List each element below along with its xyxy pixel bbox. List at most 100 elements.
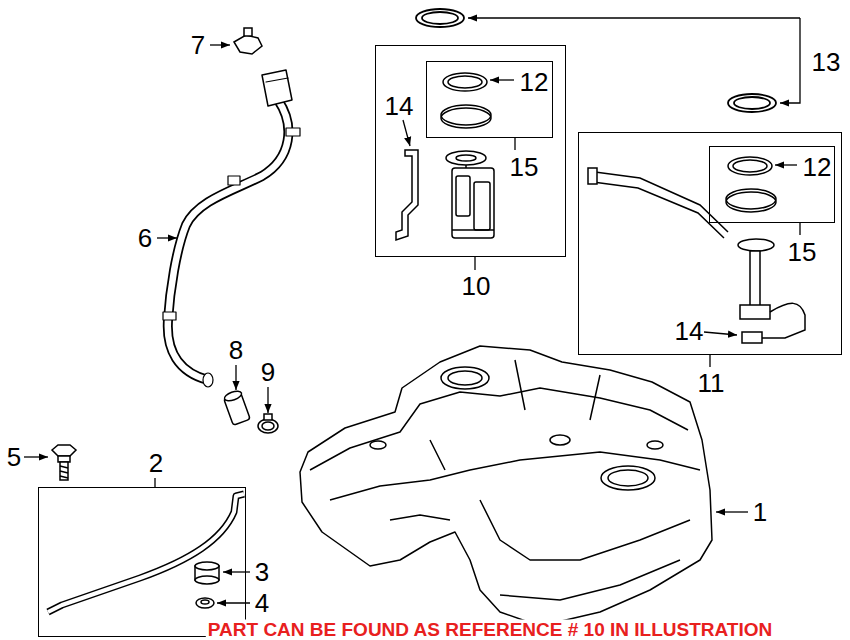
- callout-number: 1: [753, 499, 767, 525]
- bolt: [60, 462, 68, 480]
- tank-strap: [48, 494, 244, 612]
- leader-line: [24, 18, 800, 603]
- fuel-sending-unit: [588, 168, 805, 343]
- fuel-tank: [500, 560, 680, 600]
- fuel-tank: [601, 466, 655, 490]
- group-box: 10141512: [375, 45, 566, 257]
- callout-number: 7: [191, 32, 205, 58]
- seal-ring: [726, 192, 776, 212]
- callout-number: 14: [675, 318, 704, 344]
- filler-pipe: [168, 100, 289, 380]
- strap-insulator: [195, 576, 219, 584]
- callout-number: 15: [788, 239, 817, 265]
- fuel-pump-module: [456, 176, 470, 216]
- fuel-tank: [390, 515, 450, 520]
- callout-number: 13: [812, 49, 841, 75]
- fuel-tank: [430, 360, 600, 470]
- callout-number: 12: [803, 154, 832, 180]
- seal-ring: [448, 76, 482, 88]
- leader-line: [780, 18, 800, 103]
- leader-line: [704, 332, 737, 335]
- leader-line: [716, 511, 748, 512]
- seal-ring: [441, 73, 491, 128]
- filler-pipe: [168, 100, 289, 380]
- vent-valve: [234, 35, 262, 54]
- fuel-tank: [300, 346, 712, 626]
- filler-pipe: [163, 70, 300, 387]
- leader-line: [403, 120, 410, 146]
- leader-line: [490, 79, 514, 80]
- leader-line: [474, 257, 475, 270]
- hose: [223, 389, 250, 425]
- seal-ring: [728, 157, 772, 175]
- fuel-tank: [480, 500, 690, 560]
- fuel-sending-unit: [750, 251, 760, 307]
- group-box: 1512: [426, 61, 553, 138]
- leader-line: [709, 355, 710, 367]
- hose: [223, 389, 243, 403]
- fuel-sending-unit: [742, 332, 762, 343]
- group-box: 11141512: [578, 132, 842, 355]
- callout-number: 2: [149, 450, 163, 476]
- callout-number: 4: [255, 590, 269, 616]
- strap-insulator: [195, 562, 219, 584]
- hose-clamp: [262, 422, 274, 430]
- filler-pipe: [163, 312, 176, 320]
- strap-pad: [201, 600, 209, 604]
- callout-number: 12: [520, 69, 549, 95]
- bolt: [58, 456, 70, 462]
- fuel-tank: [608, 470, 648, 486]
- fuel-sending-unit: [740, 305, 770, 319]
- leader-line: [157, 237, 177, 238]
- callout-number: 5: [7, 444, 21, 470]
- filler-pipe: [266, 78, 288, 82]
- strap-pad: [196, 598, 214, 608]
- leader-line: [235, 365, 236, 390]
- leader-line: [210, 44, 230, 45]
- seal-ring: [726, 157, 776, 212]
- callout-number: 8: [229, 337, 243, 363]
- group-box: 2: [38, 487, 246, 637]
- fuel-pump-module: [452, 168, 494, 238]
- fuel-pump-module: [452, 229, 494, 231]
- fuel-sending-unit: [588, 168, 597, 184]
- tank-strap: [48, 494, 244, 612]
- fuel-sending-unit: [738, 239, 774, 251]
- fuel-tank: [550, 435, 570, 445]
- callout-number: 15: [510, 154, 539, 180]
- leader-line: [514, 137, 515, 150]
- bolt: [60, 466, 68, 478]
- callout-number: 3: [255, 559, 269, 585]
- fuel-tank: [370, 441, 386, 449]
- callout-number: 10: [462, 273, 491, 299]
- group-box: 1512: [709, 146, 835, 223]
- fuel-pump-module: [396, 150, 418, 240]
- filler-pipe: [203, 373, 213, 387]
- filler-pipe: [262, 70, 292, 106]
- fuel-pump-module: [465, 165, 467, 168]
- lock-ring: [728, 94, 776, 112]
- leader-line: [24, 456, 48, 457]
- hose-clamp: [258, 419, 278, 433]
- fuel-tank: [448, 371, 482, 385]
- leader-line: [799, 222, 800, 235]
- fuel-pump-module: [446, 151, 486, 165]
- fuel-tank: [330, 452, 700, 500]
- vent-valve: [244, 28, 252, 36]
- vent-valve: [234, 28, 262, 54]
- filler-pipe: [286, 128, 300, 136]
- strap-pad: [196, 598, 214, 608]
- callout-number: 6: [138, 225, 152, 251]
- seal-ring: [441, 108, 491, 128]
- leader-line: [267, 387, 268, 413]
- fuel-tank: [300, 346, 712, 626]
- seal-ring: [443, 73, 487, 91]
- leader-line: [154, 478, 155, 487]
- lock-ring: [734, 97, 770, 109]
- callout-number: 11: [698, 370, 725, 396]
- leader-line: [468, 17, 800, 18]
- lock-ring: [416, 9, 464, 27]
